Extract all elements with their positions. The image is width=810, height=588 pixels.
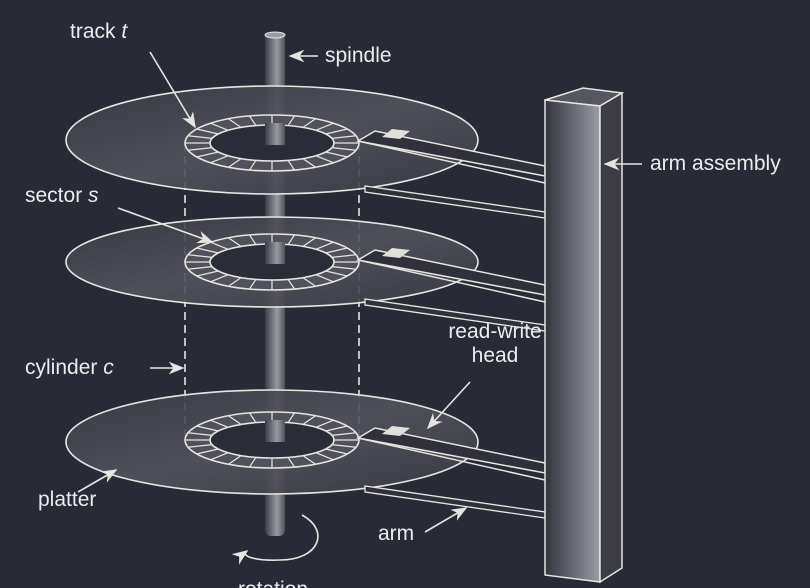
spindle-top bbox=[264, 31, 286, 39]
sector-divider bbox=[187, 266, 213, 270]
arm-assembly bbox=[544, 87, 625, 584]
platter-1 bbox=[65, 85, 546, 219]
sector-divider bbox=[248, 115, 257, 126]
sector-divider bbox=[196, 270, 219, 277]
sector-divider bbox=[210, 452, 229, 461]
read-write-head-arrow bbox=[426, 381, 471, 430]
sector-divider bbox=[302, 158, 316, 168]
lower-arm bbox=[364, 485, 546, 519]
rotation-arrow bbox=[231, 514, 319, 565]
spindle-segment bbox=[265, 123, 285, 145]
sector-divider bbox=[325, 448, 348, 455]
sector-divider bbox=[196, 425, 219, 432]
sector-divider bbox=[287, 160, 296, 171]
sector-divider bbox=[228, 237, 242, 247]
sector-divider bbox=[287, 234, 296, 245]
label-platter: platter bbox=[38, 488, 97, 511]
sector-divider bbox=[248, 457, 257, 468]
sector-divider bbox=[287, 412, 296, 423]
arm-edge bbox=[357, 140, 546, 184]
sector-divider bbox=[325, 270, 348, 277]
arm-edge bbox=[357, 259, 546, 303]
lower-arm bbox=[364, 185, 546, 219]
sector-divider bbox=[228, 415, 242, 425]
sector-divider bbox=[331, 266, 357, 270]
sector-divider bbox=[228, 455, 242, 465]
label-spindle: spindle bbox=[325, 44, 392, 67]
sector-divider bbox=[196, 128, 219, 135]
sector-divider bbox=[302, 415, 316, 425]
sector-divider bbox=[302, 277, 316, 287]
label-arm-assembly: arm assembly bbox=[650, 152, 781, 175]
arm-edge bbox=[357, 437, 546, 481]
sector-divider bbox=[302, 455, 316, 465]
sector-divider bbox=[302, 118, 316, 128]
sector-divider bbox=[325, 151, 348, 158]
sector-divider bbox=[196, 247, 219, 254]
sector-divider bbox=[315, 419, 334, 428]
sector-divider bbox=[228, 277, 242, 287]
sector-divider bbox=[228, 118, 242, 128]
sector-divider bbox=[315, 452, 334, 461]
sector-divider bbox=[210, 241, 229, 250]
track-arrow bbox=[149, 51, 196, 129]
sector-divider bbox=[302, 237, 316, 247]
sector-arrow bbox=[117, 207, 214, 244]
sector-divider bbox=[315, 241, 334, 250]
platter-3 bbox=[65, 389, 546, 519]
sector-divider bbox=[210, 122, 229, 131]
read-write-head bbox=[382, 129, 410, 139]
sector-divider bbox=[210, 155, 229, 164]
read-write-head bbox=[382, 248, 410, 258]
label-track: track t bbox=[70, 20, 128, 43]
sector-divider bbox=[315, 122, 334, 131]
sector-divider bbox=[331, 147, 357, 151]
sector-divider bbox=[331, 254, 357, 258]
sector-divider bbox=[287, 115, 296, 126]
sector-divider bbox=[331, 444, 357, 448]
sector-divider bbox=[228, 158, 242, 168]
platter-2 bbox=[65, 216, 546, 332]
sector-divider bbox=[287, 279, 296, 290]
label-cylinder: cylinder c bbox=[25, 356, 114, 379]
sector-divider bbox=[248, 234, 257, 245]
sector-divider bbox=[248, 412, 257, 423]
spindle-segment bbox=[265, 242, 285, 264]
sector-divider bbox=[315, 274, 334, 283]
sector-divider bbox=[187, 254, 213, 258]
sector-divider bbox=[210, 274, 229, 283]
read-write-head bbox=[382, 426, 410, 436]
sector-divider bbox=[331, 432, 357, 436]
label-rotation: rotation bbox=[238, 578, 308, 588]
sector-divider bbox=[331, 135, 357, 139]
sector-divider bbox=[187, 135, 213, 139]
label-sector: sector s bbox=[25, 184, 99, 207]
sector-divider bbox=[325, 247, 348, 254]
sector-divider bbox=[187, 444, 213, 448]
sector-divider bbox=[325, 128, 348, 135]
sector-divider bbox=[210, 419, 229, 428]
spindle-segment bbox=[265, 420, 285, 442]
sector-divider bbox=[248, 279, 257, 290]
arm-arrow bbox=[424, 507, 468, 533]
sector-divider bbox=[325, 425, 348, 432]
sector-divider bbox=[196, 448, 219, 455]
sector-divider bbox=[315, 155, 334, 164]
sector-divider bbox=[196, 151, 219, 158]
label-arm: arm bbox=[378, 522, 415, 545]
platter-arrow bbox=[77, 469, 118, 493]
sector-divider bbox=[187, 147, 213, 151]
sector-divider bbox=[187, 432, 213, 436]
sector-divider bbox=[248, 160, 257, 171]
sector-divider bbox=[287, 457, 296, 468]
